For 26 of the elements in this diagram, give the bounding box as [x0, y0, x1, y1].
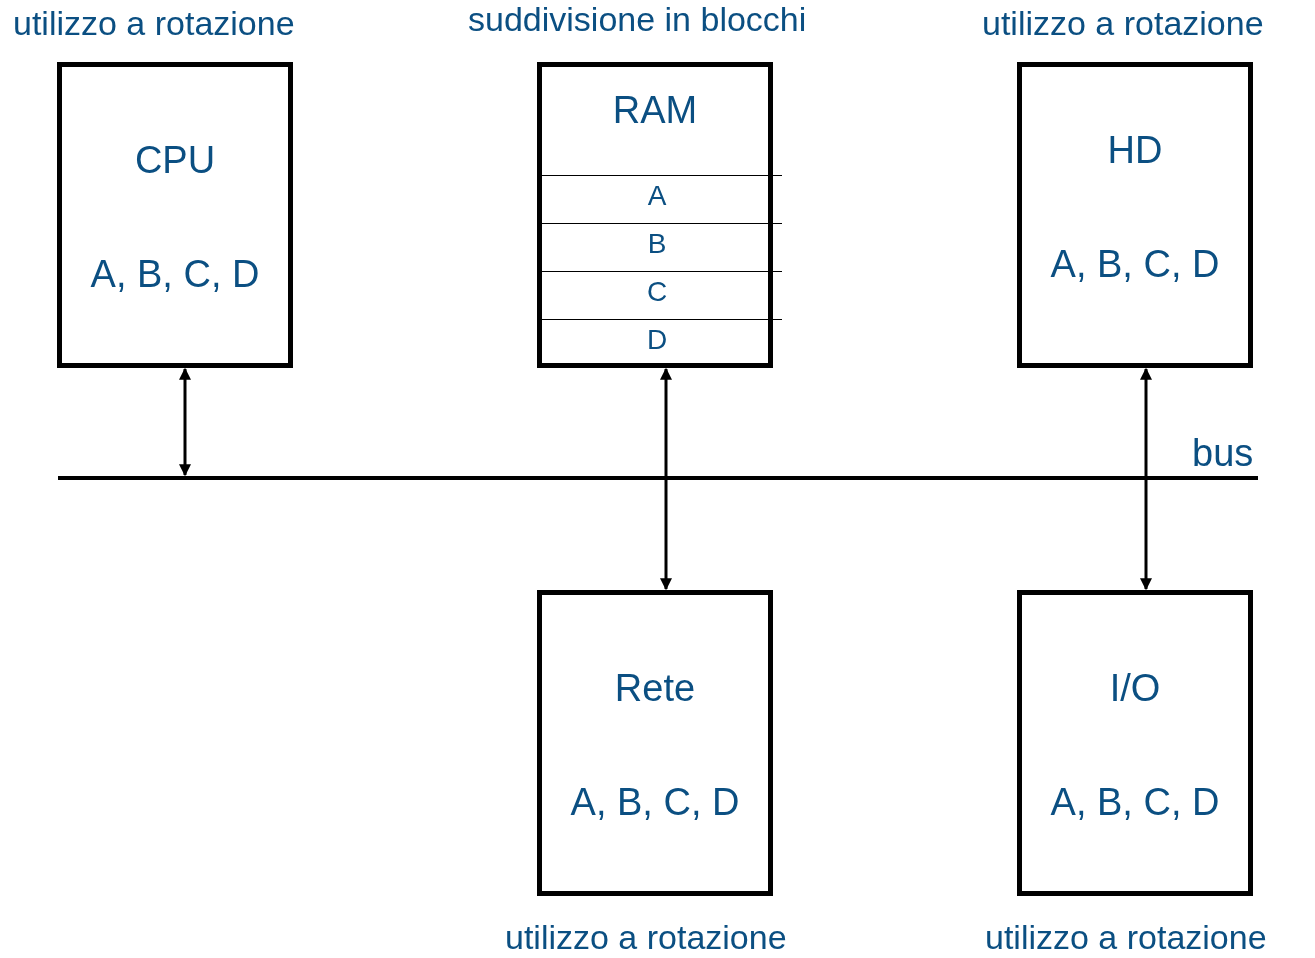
node-label: Rete — [613, 667, 697, 710]
caption-text: utilizzo a rotazione — [505, 918, 787, 957]
node-label: HD — [1106, 129, 1164, 172]
double-arrow — [179, 367, 191, 477]
component-box — [1017, 590, 1253, 896]
node-label: RAM — [611, 89, 699, 132]
node-label: A, B, C, D — [569, 781, 741, 824]
node-label: A, B, C, D — [1049, 243, 1221, 286]
caption-text: utilizzo a rotazione — [985, 918, 1267, 957]
component-box — [537, 590, 773, 896]
component-box — [1017, 62, 1253, 368]
node-label: D — [645, 324, 669, 356]
caption-text: suddivisione in blocchi — [468, 0, 807, 39]
node-label: I/O — [1108, 667, 1162, 710]
component-box — [57, 62, 293, 368]
node-label: A — [646, 180, 668, 212]
node-label: C — [645, 276, 669, 308]
caption-text: utilizzo a rotazione — [13, 4, 295, 43]
double-arrow — [660, 367, 672, 591]
caption-text: bus — [1192, 432, 1254, 475]
node-label: A, B, C, D — [1049, 781, 1221, 824]
node-label: CPU — [133, 139, 217, 182]
node-label: A, B, C, D — [89, 253, 261, 296]
node-label: B — [646, 228, 668, 260]
double-arrow — [1140, 367, 1152, 591]
caption-text: utilizzo a rotazione — [982, 4, 1264, 43]
